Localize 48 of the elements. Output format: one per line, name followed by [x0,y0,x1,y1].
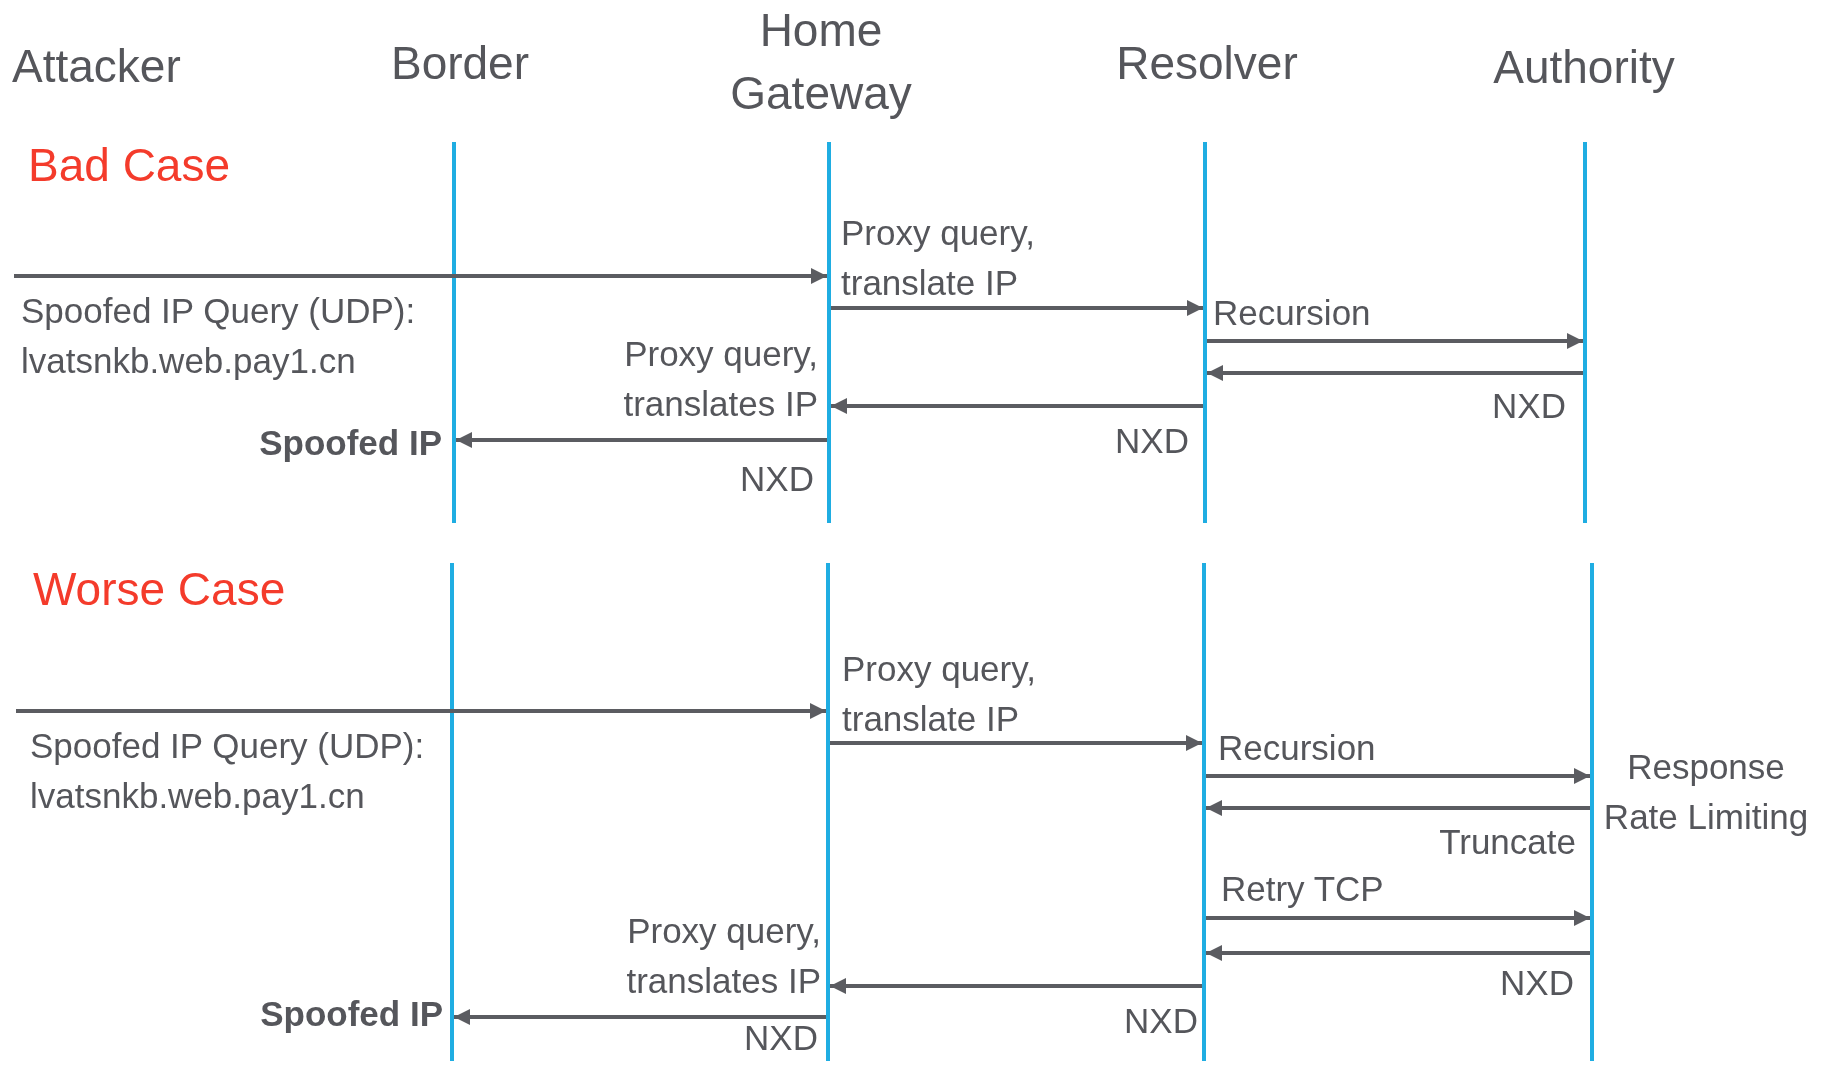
edge-label: NXD [744,1017,818,1059]
arrow [1206,910,1590,926]
edge-label: Spoofed IP Query (UDP): lvatsnkb.web.pay1.cn [21,290,417,382]
lifeline [827,142,831,523]
arrow [456,432,827,448]
lifeline-title: Border [389,36,531,91]
lifeline-title: Attacker [12,39,181,94]
arrow [831,398,1203,414]
arrow [1206,800,1590,816]
arrow [1206,768,1590,784]
arrow [1207,333,1583,349]
lifeline [826,563,830,1061]
lifeline [1203,142,1207,523]
arrow [1207,365,1583,381]
arrow [1206,945,1590,961]
arrow [16,703,826,719]
lifeline-title: Resolver [1115,36,1299,91]
address-label: Spoofed IP [260,993,443,1035]
edge-label: Truncate [1439,821,1576,863]
section-title: Worse Case [33,562,286,617]
lifeline [1202,563,1206,1061]
lifeline [1583,142,1587,523]
lifeline-title: Home Gateway [729,3,913,121]
side-note: Response Rate Limiting [1602,746,1810,838]
edge-label: NXD [1115,420,1189,462]
lifeline-title: Authority [1492,40,1676,95]
edge-label: NXD [1492,385,1566,427]
lifeline [1590,563,1594,1061]
edge-label: Proxy query, translate IP [841,212,1036,304]
edge-label: Proxy query, translate IP [842,648,1037,740]
edge-label: NXD [740,458,814,500]
arrow [831,300,1203,316]
message-note: Proxy query, translates IP [622,333,818,425]
edge-label: Spoofed IP Query (UDP): lvatsnkb.web.pay1.cn [30,725,426,817]
edge-label: NXD [1500,962,1574,1004]
arrow [830,735,1202,751]
edge-label: Retry TCP [1221,868,1384,910]
arrow [454,1009,826,1025]
arrow [14,268,827,284]
section-title: Bad Case [28,138,230,193]
edge-label: Recursion [1213,292,1371,334]
arrow [830,978,1202,994]
edge-label: Recursion [1218,727,1376,769]
address-label: Spoofed IP [259,422,442,464]
lifeline [450,563,454,1061]
edge-label: NXD [1124,1000,1198,1042]
message-note: Proxy query, translates IP [625,910,821,1002]
lifeline [452,142,456,523]
